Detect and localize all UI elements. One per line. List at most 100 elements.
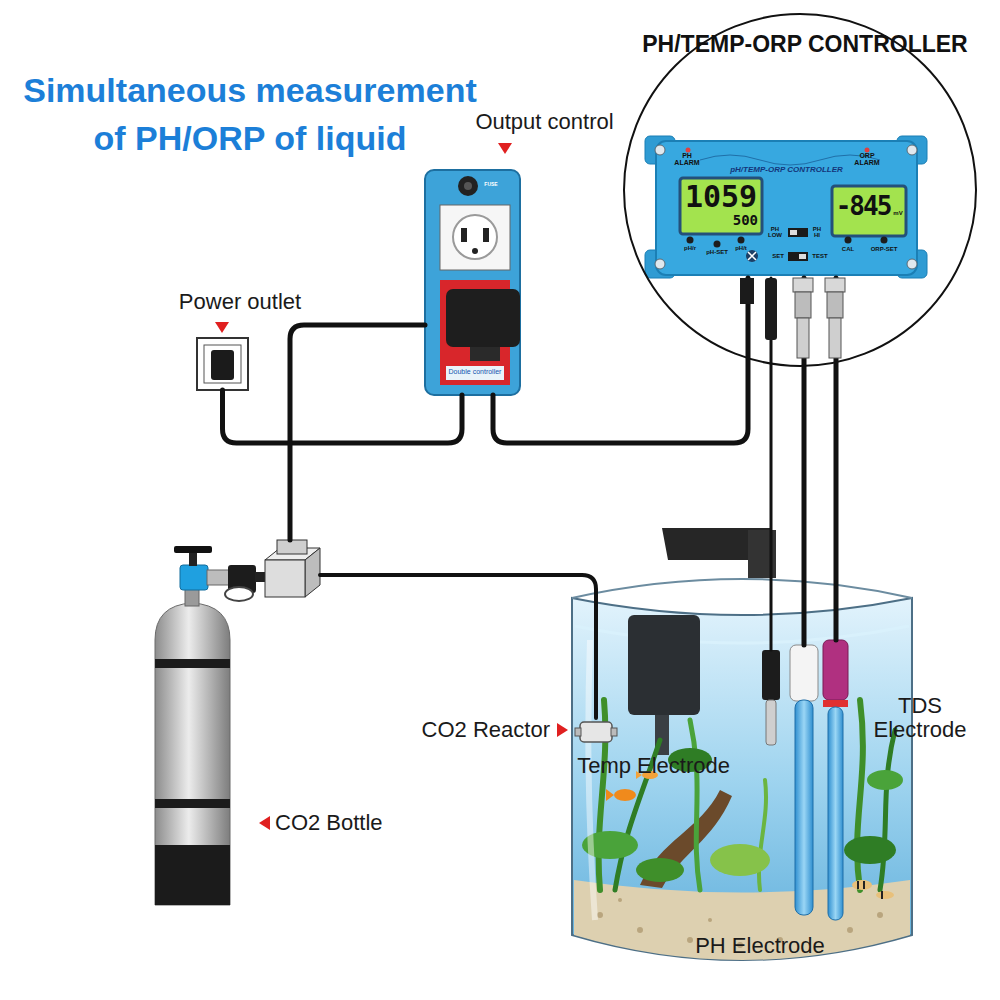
co2-bottle [155, 659, 230, 668]
co2-bottle [174, 546, 212, 553]
aquarium [636, 858, 684, 882]
output-control-unit [458, 176, 478, 196]
node-sublabel: Double controller [443, 368, 507, 376]
aquarium [687, 937, 693, 943]
aquarium [847, 927, 853, 933]
cable-line [223, 390, 463, 443]
co2-bottle [207, 570, 231, 585]
controller-device [645, 136, 927, 278]
co2-bottle [185, 588, 199, 606]
co2-bottle [277, 540, 307, 554]
aquarium [858, 881, 882, 899]
cable-line [320, 575, 596, 718]
temp-electrode [766, 700, 776, 745]
node-label: pH/TEMP-ORP CONTROLLER [648, 166, 925, 175]
bnc-connector [827, 292, 843, 318]
controller-device [686, 148, 691, 153]
aquarium [575, 626, 909, 643]
callout-circle-outline [624, 14, 976, 366]
power-outlet: Power outlet [197, 338, 248, 390]
controller-device [656, 141, 917, 275]
node-label: PH Electrode [680, 934, 840, 958]
ph-electrode: PH Electrode [790, 645, 818, 925]
part-label: PH ALARM [670, 152, 704, 167]
tds-electrode [823, 640, 848, 920]
cable-connector [493, 278, 748, 443]
aquarium [852, 880, 872, 890]
power-outlet [197, 338, 248, 390]
co2-bottle [155, 540, 320, 905]
controller-device [788, 252, 808, 261]
ph-electrode [795, 700, 813, 915]
bnc-connector [740, 278, 845, 358]
part-label: PH LOW [766, 226, 784, 239]
aquarium [606, 771, 894, 899]
controller-device [700, 155, 880, 165]
aquarium [628, 615, 700, 715]
bnc-connector [795, 292, 811, 318]
aquarium [572, 579, 912, 598]
ph-electrode [790, 645, 818, 915]
controller-device [907, 145, 917, 155]
cable-line [290, 325, 425, 540]
pointer-triangle [259, 816, 270, 830]
part-label: pH-SET [704, 249, 730, 255]
controller-device [680, 178, 762, 234]
co2-bottle [305, 548, 320, 597]
part-label: pH/t [731, 245, 751, 251]
cable-connector [320, 575, 596, 718]
controller-device [655, 145, 665, 155]
controller-device [790, 230, 797, 235]
bnc-connector [793, 278, 813, 292]
tds-electrode [828, 707, 843, 920]
part-label: TEST [810, 253, 830, 259]
aquarium [597, 912, 603, 918]
output-control-unit [446, 289, 520, 347]
part-label: pH/r [680, 245, 700, 251]
output-control-unit [425, 170, 520, 395]
ph-electrode [790, 645, 818, 701]
bnc-connector [797, 318, 809, 358]
controller-device [881, 237, 888, 244]
node-label: CO2 Reactor [410, 718, 550, 742]
part-label: -845 [834, 193, 892, 220]
cable-line [493, 278, 748, 443]
aquarium [606, 789, 614, 801]
cable-connector [223, 390, 463, 443]
output-control-unit [472, 248, 478, 254]
output-control-unit: Output controlDouble controller [425, 170, 520, 395]
part-label: FUSE [480, 182, 502, 187]
aquarium [614, 789, 636, 801]
aquarium [572, 528, 912, 960]
aquarium [877, 912, 883, 918]
part-label: mV [891, 210, 905, 216]
part-label: CAL [838, 246, 858, 252]
aquarium [876, 891, 894, 899]
part-label: 1059 [682, 181, 760, 213]
controller-device [788, 228, 808, 237]
controller-device [748, 252, 756, 260]
controller-device [687, 237, 694, 244]
node-label: TDS Electrode [862, 694, 978, 742]
controller-device [832, 186, 906, 236]
aquarium [710, 844, 770, 876]
controller-device [738, 237, 745, 244]
aquarium [867, 770, 903, 790]
bnc-connector [829, 318, 841, 358]
node-label: PH/TEMP-ORP CONTROLLER [620, 32, 990, 57]
co2-bottle [155, 603, 230, 905]
controller-device [655, 259, 665, 269]
co2-bottle [225, 587, 253, 601]
controller-device [845, 237, 852, 244]
bnc-connector [740, 278, 754, 304]
aquarium [690, 720, 700, 890]
aquarium [708, 918, 712, 922]
power-outlet [211, 350, 234, 380]
aquarium [637, 927, 643, 933]
tds-electrode [823, 640, 848, 700]
controller-device [865, 148, 870, 153]
aquarium [844, 836, 896, 864]
bnc-connector [825, 278, 845, 292]
output-control-unit [461, 228, 467, 242]
